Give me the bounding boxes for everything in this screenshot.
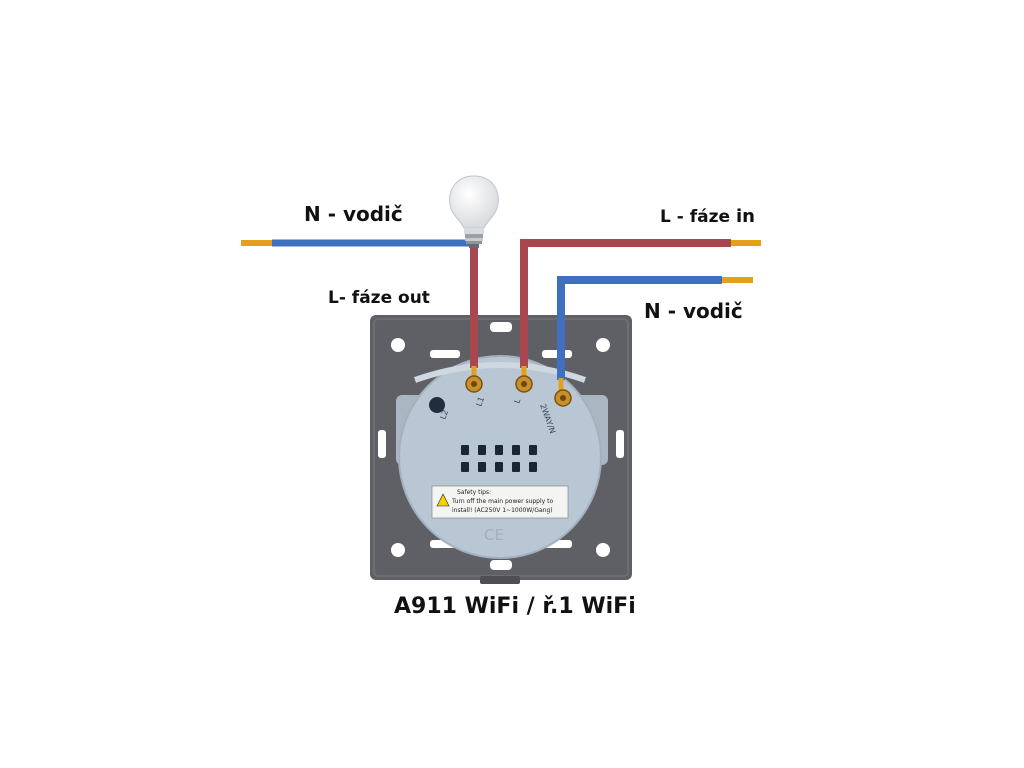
vent-slots [461,445,537,472]
label-phase-in: L - fáze in [660,206,755,227]
label-phase-in-suffix: in [735,206,755,227]
model-caption: A911 WiFi / ř.1 WiFi [394,594,636,619]
terminal-label-l1: L1 [474,396,486,408]
label-phase-in-main: L - fáze [660,207,731,227]
terminal-screws [465,375,572,407]
safety-line-2: install! (AC250V 1~1000W/Gang) [452,507,553,514]
safety-line-1: Turn off the main power supply to [451,498,553,505]
label-neutral-right: N - vodič [644,299,743,323]
safety-sticker [431,485,569,519]
switch-module: Safety tips: Turn off the main power sup… [396,355,608,559]
terminal-label-l: L [512,397,522,405]
phase-wire-in [520,239,731,368]
terminal-label-l2: L2 [438,409,450,421]
light-bulb-icon [449,175,499,248]
safety-title: Safety tips: [457,489,491,496]
label-neutral-left: N - vodič [304,202,403,226]
ce-mark: CE [484,526,504,544]
status-dot [429,397,445,413]
neutral-wire-right [557,276,722,380]
warning-icon [436,493,450,507]
label-phase-out: L- fáze out [328,288,430,308]
